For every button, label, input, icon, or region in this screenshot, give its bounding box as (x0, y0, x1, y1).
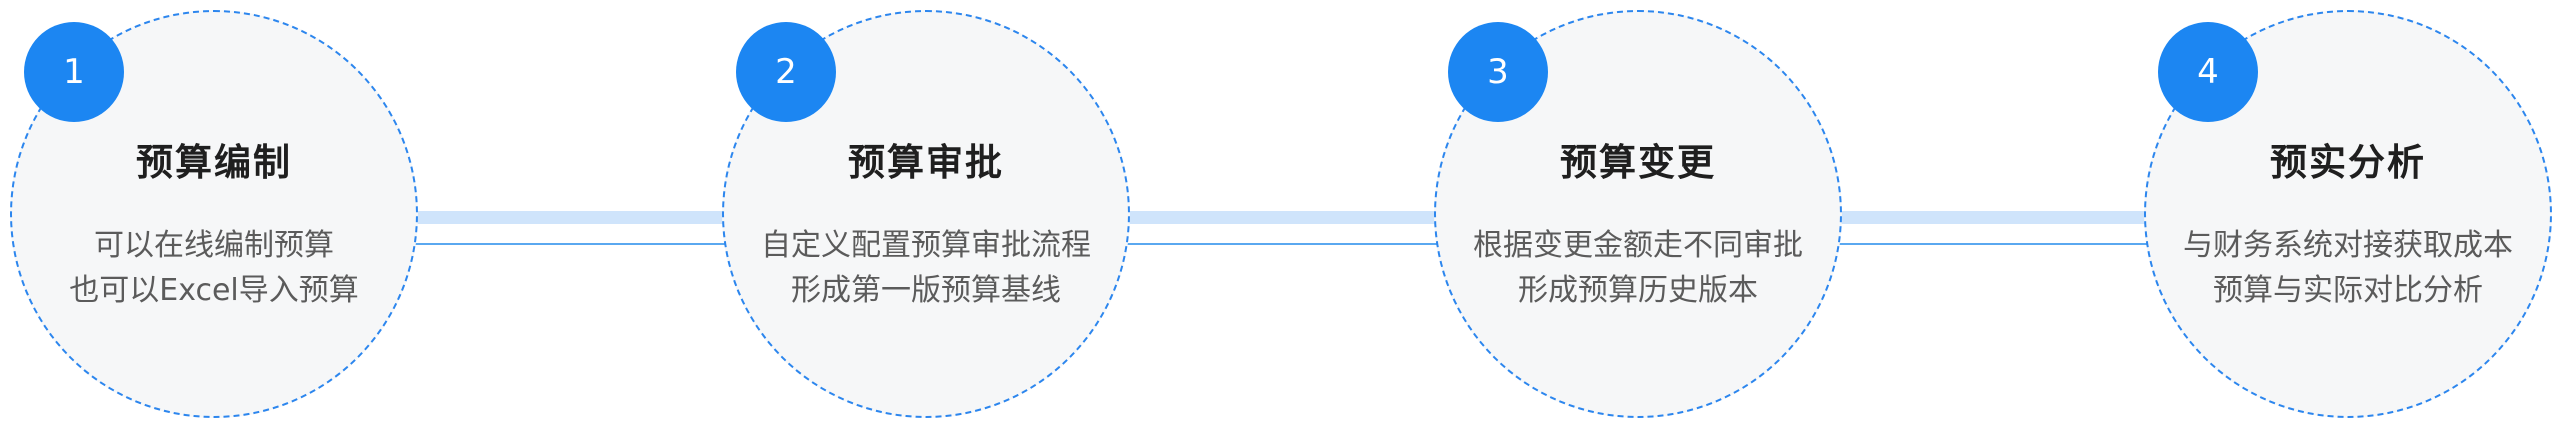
step-description-line-2: 形成预算历史版本 (1518, 273, 1758, 308)
step-description-line-1: 自定义配置预算审批流程 (761, 228, 1091, 263)
connector-thin-line (1838, 243, 2168, 245)
step-title: 预算审批 (848, 141, 1004, 184)
step-1: 1 预算编制 可以在线编制预算 也可以Excel导入预算 (10, 10, 418, 418)
connector-thick-line (1126, 211, 1456, 224)
step-title: 预算变更 (1560, 141, 1716, 184)
connector-thick-line (410, 211, 740, 224)
step-description-line-1: 可以在线编制预算 (94, 228, 334, 263)
step-description-line-1: 与财务系统对接获取成本 (2183, 228, 2513, 263)
connector-3-4 (1838, 211, 2168, 251)
step-number-badge: 4 (2158, 22, 2258, 122)
step-description-line-2: 预算与实际对比分析 (2213, 273, 2483, 308)
step-number-badge: 3 (1448, 22, 1548, 122)
step-description-line-2: 也可以Excel导入预算 (69, 273, 359, 308)
step-number-badge: 2 (736, 22, 836, 122)
connector-2-3 (1126, 211, 1456, 251)
step-3: 3 预算变更 根据变更金额走不同审批 形成预算历史版本 (1434, 10, 1842, 418)
step-title: 预实分析 (2270, 141, 2426, 184)
connector-thin-line (1126, 243, 1456, 245)
connector-1-2 (410, 211, 740, 251)
connector-thick-line (1838, 211, 2168, 224)
step-description-line-1: 根据变更金额走不同审批 (1473, 228, 1803, 263)
connector-thin-line (410, 243, 740, 245)
step-4: 4 预实分析 与财务系统对接获取成本 预算与实际对比分析 (2144, 10, 2552, 418)
step-number-badge: 1 (24, 22, 124, 122)
step-2: 2 预算审批 自定义配置预算审批流程 形成第一版预算基线 (722, 10, 1130, 418)
step-title: 预算编制 (136, 141, 292, 184)
step-description-line-2: 形成第一版预算基线 (791, 273, 1061, 308)
